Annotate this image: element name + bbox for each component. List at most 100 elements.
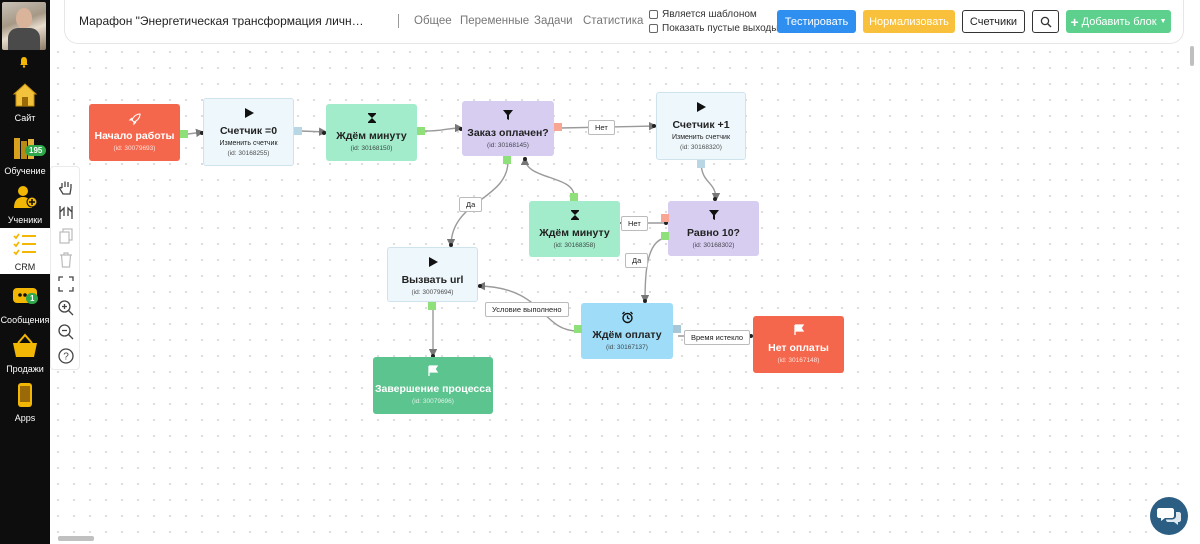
- output-port[interactable]: [428, 302, 436, 310]
- svg-text:?: ?: [63, 352, 69, 363]
- support-chat-button[interactable]: [1150, 497, 1188, 535]
- caret-down-icon: ▼: [1159, 18, 1167, 25]
- edge-label-yes[interactable]: Да: [459, 197, 483, 212]
- sidebar-item-apps[interactable]: Apps: [0, 382, 50, 423]
- tab-statistics[interactable]: Статистика: [583, 15, 644, 27]
- checkbox-label: Показать пустые выходы: [662, 23, 779, 34]
- checkbox-box[interactable]: [649, 10, 658, 19]
- node-title: Счетчик =0: [219, 125, 278, 137]
- yes-output-port[interactable]: [503, 156, 511, 164]
- node-wait-payment[interactable]: Ждём оплату (id: 30167137): [581, 303, 673, 359]
- node-id: (id: 30168145): [487, 142, 529, 149]
- test-button[interactable]: Тестировать: [777, 10, 856, 33]
- checkbox-box[interactable]: [649, 24, 658, 33]
- node-title: Ждём оплату: [592, 329, 662, 341]
- node-wait-minute-2[interactable]: Ждём минуту (id: 30168358): [529, 201, 620, 257]
- avatar-face: [16, 8, 32, 28]
- node-title: Равно 10?: [687, 227, 740, 239]
- normalize-button[interactable]: Нормализовать: [863, 10, 955, 33]
- node-counter-increment[interactable]: Счетчик +1 Изменить счетчик (id: 3016832…: [656, 92, 746, 160]
- phone-icon: [18, 383, 32, 407]
- node-title: Счетчик +1: [672, 119, 730, 131]
- node-wait-minute[interactable]: Ждём минуту (id: 30168150): [326, 104, 417, 161]
- sidebar-item-label: CRM: [14, 262, 36, 272]
- output-port[interactable]: [697, 160, 705, 168]
- yes-output-port[interactable]: [661, 232, 669, 240]
- sidebar-item-label: Ученики: [7, 215, 43, 225]
- node-start[interactable]: Начало работы (id: 30079693): [89, 104, 180, 161]
- fullscreen-icon[interactable]: [57, 275, 75, 293]
- sidebar-item-label: Обучение: [4, 166, 46, 176]
- node-id: (id: 30168150): [350, 145, 393, 152]
- add-block-button[interactable]: + Добавить блок ▼: [1066, 10, 1171, 33]
- checklist-icon: [13, 233, 36, 256]
- edge-label-no[interactable]: Нет: [621, 216, 648, 231]
- hourglass-icon: [367, 113, 376, 123]
- edge-label-time-expired[interactable]: Время истекло: [684, 330, 751, 345]
- tab-general[interactable]: Общее: [414, 15, 452, 27]
- node-id: (id: 30168255): [227, 150, 270, 157]
- node-title: Завершение процесса: [374, 383, 492, 395]
- counters-button[interactable]: Счетчики: [962, 10, 1025, 33]
- flag-icon: [793, 324, 804, 335]
- avatar[interactable]: [2, 2, 46, 50]
- node-title: Начало работы: [94, 130, 175, 142]
- sidebar-item-learning[interactable]: 195 Обучение: [0, 135, 50, 176]
- canvas-toolbar: ?: [50, 166, 80, 370]
- node-condition-paid[interactable]: Заказ оплачен? (id: 30168145): [462, 101, 554, 156]
- page-title: Марафон "Энергетическая трансформация ли…: [79, 14, 369, 28]
- sidebar-item-students[interactable]: Ученики: [0, 184, 50, 225]
- filter-icon: [708, 210, 719, 220]
- sidebar-item-site[interactable]: Сайт: [0, 82, 50, 123]
- chat-bubbles-icon: [1157, 508, 1181, 525]
- sidebar-item-label: Продажи: [6, 364, 44, 374]
- node-counter-reset[interactable]: Счетчик =0 Изменить счетчик (id: 3016825…: [203, 98, 294, 166]
- vertical-scrollbar[interactable]: [1190, 46, 1194, 66]
- align-icon[interactable]: [57, 203, 75, 221]
- condition-output-port[interactable]: [574, 325, 582, 333]
- play-icon: [244, 108, 254, 118]
- sidebar-item-crm[interactable]: CRM: [0, 228, 50, 274]
- horizontal-scrollbar[interactable]: [58, 536, 94, 541]
- node-id: (id: 30079694): [411, 289, 454, 296]
- checkbox-label: Является шаблоном: [662, 9, 757, 20]
- node-id: (id: 30168358): [553, 242, 596, 249]
- flag-icon: [428, 365, 439, 376]
- sidebar-item-messages[interactable]: 1 Сообщения: [0, 284, 50, 325]
- node-subtitle: Изменить счетчик: [219, 140, 278, 147]
- play-icon: [697, 102, 706, 112]
- bell-icon[interactable]: [18, 56, 30, 68]
- help-icon[interactable]: ?: [57, 347, 75, 365]
- node-title: Нет оплаты: [768, 342, 829, 354]
- header-bar: Марафон "Энергетическая трансформация ли…: [64, 0, 1184, 44]
- edge-label-yes[interactable]: Да: [625, 253, 649, 268]
- show-empty-outputs-checkbox[interactable]: Показать пустые выходы: [649, 23, 778, 34]
- output-port[interactable]: [417, 127, 425, 135]
- output-port[interactable]: [180, 130, 188, 138]
- no-output-port[interactable]: [554, 123, 562, 131]
- zoom-in-icon[interactable]: [57, 299, 75, 317]
- output-port[interactable]: [570, 193, 578, 201]
- messages-count-badge: 1: [26, 293, 39, 304]
- trash-icon[interactable]: [57, 251, 75, 269]
- edge-label-condition-met[interactable]: Условие выполнено: [485, 302, 569, 317]
- output-port[interactable]: [294, 127, 302, 135]
- search-button[interactable]: [1032, 10, 1059, 33]
- tab-tasks[interactable]: Задачи: [534, 15, 573, 27]
- tab-variables[interactable]: Переменные: [460, 15, 530, 27]
- edge-label-no[interactable]: Нет: [588, 120, 615, 135]
- sidebar-item-sales[interactable]: Продажи: [0, 333, 50, 374]
- node-finish[interactable]: Завершение процесса (id: 30079696): [373, 357, 493, 414]
- copy-icon[interactable]: [57, 227, 75, 245]
- hand-icon[interactable]: [57, 179, 75, 197]
- left-sidebar: Сайт 195 Обучение Ученики CRM: [0, 0, 50, 544]
- add-user-icon: [14, 186, 38, 208]
- node-call-url[interactable]: Вызвать url (id: 30079694): [387, 247, 478, 302]
- node-no-payment[interactable]: Нет оплаты (id: 30167148): [753, 316, 844, 373]
- timeout-output-port[interactable]: [673, 325, 681, 333]
- node-title: Заказ оплачен?: [467, 127, 549, 139]
- template-checkbox[interactable]: Является шаблоном: [649, 9, 757, 20]
- zoom-out-icon[interactable]: [57, 323, 75, 341]
- no-output-port[interactable]: [661, 214, 669, 222]
- node-condition-equal10[interactable]: Равно 10? (id: 30168302): [668, 201, 759, 256]
